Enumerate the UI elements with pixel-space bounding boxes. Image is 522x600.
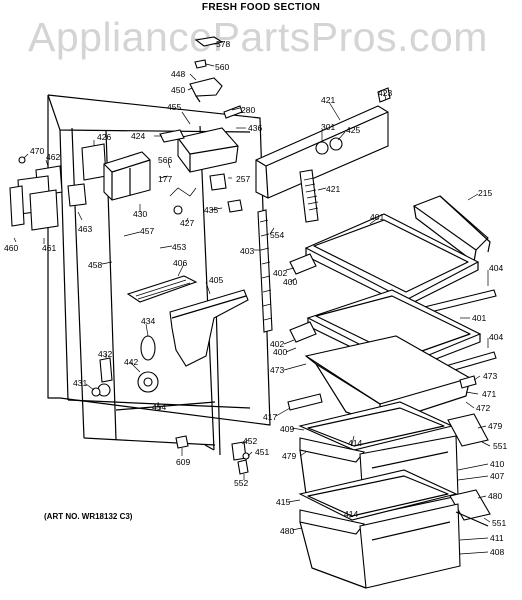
page-title: FRESH FOOD SECTION [201,2,321,13]
part-label: 414 [348,438,362,448]
part-label: 480 [488,491,502,501]
part-label: 402 [273,268,287,278]
part-label: 177 [158,174,172,184]
part-label: 471 [482,389,496,399]
part-label: 423 [378,88,392,98]
part-label: 426 [97,132,111,142]
part-label: 406 [173,258,187,268]
lower-controls [91,335,159,397]
part-label: 480 [280,526,294,536]
control-panel [255,87,391,223]
part-label: 609 [176,457,190,467]
part-label: 458 [88,260,102,270]
control-housing-left [9,143,107,231]
part-label: 401 [370,212,384,222]
crisper-drawer-lower [298,469,491,589]
part-label: 417 [263,412,277,422]
part-label: 280 [241,105,255,115]
wiring-small-parts [169,173,243,215]
part-label: 479 [488,421,502,431]
door-bin [412,195,491,263]
bottom-brackets [175,435,250,475]
part-label: 431 [73,378,87,388]
part-number-labels: 578 560 448 450 455 280 421 423 424 436 … [4,39,507,557]
part-label: 404 [489,263,503,273]
part-label: 472 [476,403,490,413]
part-label: 442 [124,357,138,367]
part-label: 566 [158,155,172,165]
leader-lines [13,43,491,555]
part-label: 470 [30,146,44,156]
glass-shelf-upper [289,213,497,317]
part-label: 411 [490,533,504,543]
part-label: 425 [346,125,360,135]
part-label: 453 [172,242,186,252]
part-label: 473 [270,365,284,375]
shelf-support-rail [257,209,273,333]
part-label: 463 [78,224,92,234]
meat-keeper-parts [126,275,249,367]
part-label: 403 [240,246,254,256]
part-label: 457 [140,226,154,236]
part-label: 435 [204,205,218,215]
part-label: 462 [46,152,60,162]
part-label: 414 [344,509,358,519]
part-label: 450 [171,85,185,95]
part-label: 436 [248,123,262,133]
part-label: 421 [321,95,335,105]
part-label: 461 [42,243,56,253]
part-label: 552 [234,478,248,488]
watermark: AppliancePartsPros.com [28,14,488,60]
part-label: 424 [131,131,145,141]
part-label: 301 [321,122,335,132]
part-label: 415 [276,497,290,507]
part-label: 427 [180,218,194,228]
part-label: 408 [490,547,504,557]
art-number: (ART NO. WR18132 C3) [44,512,133,521]
part-label: 257 [236,174,250,184]
part-label: 404 [489,332,503,342]
part-label: 409 [280,424,294,434]
part-label: 454 [152,402,166,412]
air-damper-box [103,151,151,201]
part-label: 455 [167,102,181,112]
part-label: 407 [490,471,504,481]
part-label: 479 [282,451,296,461]
part-label: 215 [478,188,492,198]
part-label: 551 [492,518,506,528]
light-housing [159,105,243,173]
part-label: 554 [270,230,284,240]
part-label: 400 [283,277,297,287]
part-label: 421 [326,184,340,194]
part-label: 405 [209,275,223,285]
part-label: 400 [273,347,287,357]
part-label: 402 [270,339,284,349]
part-label: 451 [255,447,269,457]
part-label: 452 [243,436,257,446]
part-label: 473 [483,371,497,381]
part-label: 401 [472,313,486,323]
part-label: 560 [215,62,229,72]
part-label: 448 [171,69,185,79]
part-label: 578 [216,39,230,49]
top-hinge-assembly [189,36,224,103]
part-label: 460 [4,243,18,253]
part-label: 551 [493,441,507,451]
part-label: 430 [133,209,147,219]
part-label: 434 [141,316,155,326]
part-label: 410 [490,459,504,469]
part-label: 432 [98,349,112,359]
